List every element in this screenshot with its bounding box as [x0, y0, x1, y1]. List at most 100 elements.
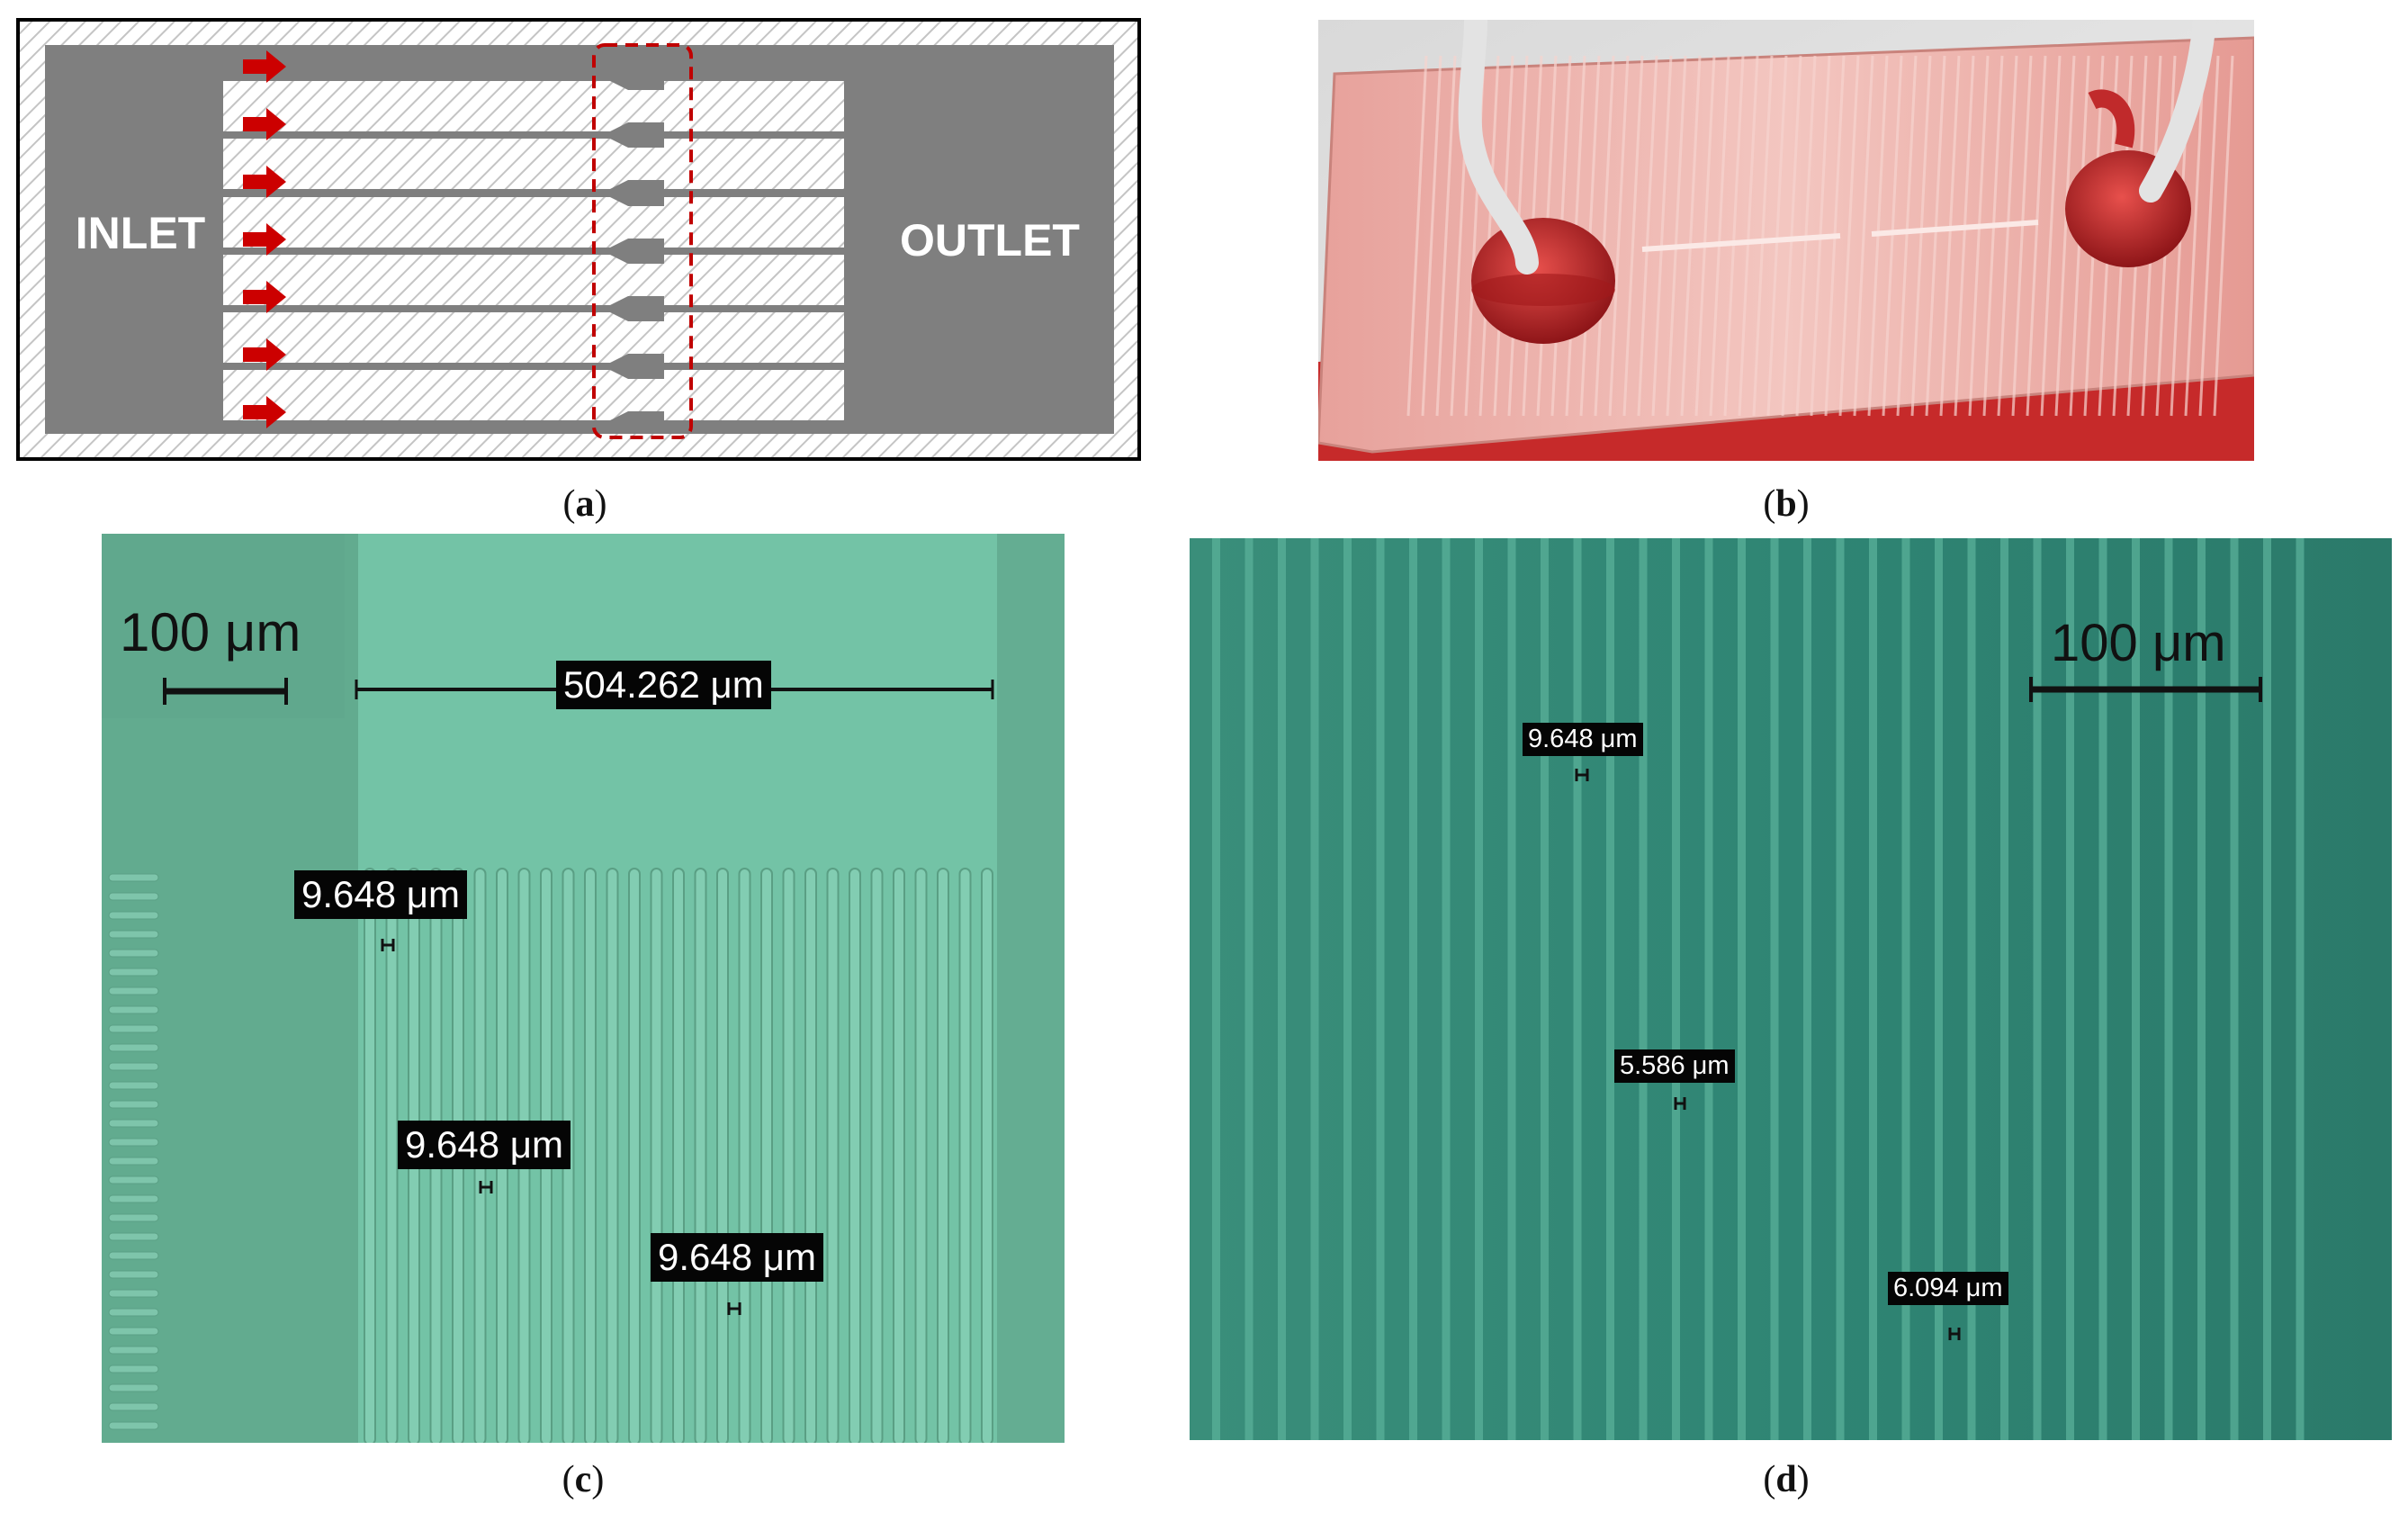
channel-stripe: [1935, 538, 1943, 1440]
ruler-tick: [108, 1194, 159, 1203]
flow-arrow-head: [266, 50, 286, 83]
ruler-tick: [108, 1062, 159, 1071]
channel-stripe: [1606, 538, 1614, 1440]
filter-pillar: [870, 868, 884, 1443]
ruler-tick: [108, 1157, 159, 1166]
photo-channel-line: [1637, 55, 1658, 417]
ruler-tick: [108, 1421, 159, 1430]
filter-pillar: [385, 868, 399, 1443]
flow-arrow-shaft: [243, 232, 268, 247]
ruler-tick: [108, 1383, 159, 1392]
channel-stripe: [2164, 538, 2173, 1440]
filter-pillar: [981, 868, 993, 1443]
photo-channel-line: [1435, 55, 1457, 417]
width-measure-label: 504.262 μm: [556, 661, 771, 709]
ruler-tick: [108, 1289, 159, 1298]
photo-channel-line: [2011, 55, 2033, 417]
channel-stripe: [1475, 538, 1483, 1440]
photo-channel-line: [1997, 55, 2018, 417]
pillar-rows: [223, 81, 844, 420]
photo-channel-line: [1608, 55, 1630, 417]
channel-stripe: [2230, 538, 2239, 1440]
outlet-label: OUTLET: [900, 215, 1080, 266]
micrograph-c-svg: [102, 534, 1065, 1443]
channel-stripe: [1672, 538, 1680, 1440]
photo-channel-line: [2054, 55, 2076, 417]
pillar-row: [223, 312, 844, 363]
ruler-tick: [108, 1138, 159, 1147]
ruler-tick: [108, 1005, 159, 1014]
channel-stripe: [2197, 538, 2206, 1440]
pillar-row: [223, 139, 844, 189]
filter-pillar: [650, 868, 663, 1443]
ruler-tick: [108, 1119, 159, 1128]
filter-pillar: [958, 868, 972, 1443]
channel-stripe: [1343, 538, 1352, 1440]
photo-channel-line: [1896, 55, 1918, 417]
flow-arrows: [243, 50, 286, 428]
measure-label-d1: 9.648 μm: [1523, 723, 1643, 756]
caption-b: (b): [1763, 483, 1810, 525]
ruler-tick: [108, 1402, 159, 1411]
measure-label-c1: 9.648 μm: [294, 870, 467, 919]
channel-stripe: [1310, 538, 1319, 1440]
flow-arrow-head: [266, 223, 286, 256]
channel-stripe: [2263, 538, 2271, 1440]
ruler-tick: [108, 911, 159, 920]
ruler-ticks-c: [108, 873, 159, 1430]
flow-arrow-shaft: [243, 175, 268, 189]
photo-channel-line: [1882, 55, 1903, 417]
channel-stripe: [1278, 538, 1286, 1440]
photo-channel-line: [1910, 55, 1932, 417]
photo-channel-line: [1766, 55, 1788, 417]
ruler-tick: [108, 1346, 159, 1355]
filter-pillar: [364, 868, 376, 1443]
flow-arrow-head: [266, 396, 286, 428]
ruler-tick: [108, 873, 159, 882]
filter-pillar: [694, 868, 707, 1443]
photo-channel-line: [1421, 55, 1442, 417]
ruler-tick: [108, 1081, 159, 1090]
filter-pillar: [584, 868, 597, 1443]
measure-label-c2: 9.648 μm: [398, 1121, 571, 1169]
measure-label-d3: 6.094 μm: [1888, 1272, 2008, 1305]
ruler-tick: [108, 1175, 159, 1184]
right-wall: [997, 534, 1065, 1443]
pillar-row: [223, 81, 844, 131]
flow-arrow-shaft: [243, 117, 268, 131]
filter-pillar: [672, 868, 685, 1443]
channel-stripe: [1244, 538, 1253, 1440]
photo-channel-line: [1853, 55, 1874, 417]
channel-stripe: [2000, 538, 2008, 1440]
channel-stripe: [2033, 538, 2042, 1440]
flow-arrow-head: [266, 108, 286, 140]
channel-stripe: [2098, 538, 2107, 1440]
measure-label-c3: 9.648 μm: [651, 1233, 823, 1282]
channel-stripe: [1442, 538, 1451, 1440]
panel-c-micrograph: 100 μm 504.262 μm 9.648 μm 9.648 μm 9.64…: [102, 534, 1065, 1443]
photo-channel-line: [1939, 55, 1961, 417]
channel-stripe: [1409, 538, 1417, 1440]
pillar-row: [223, 255, 844, 305]
device-photo-svg: [1318, 20, 2254, 461]
filter-pillar: [804, 868, 817, 1443]
filter-pillar: [849, 868, 861, 1443]
channel-stripe: [1541, 538, 1549, 1440]
ruler-tick: [108, 949, 159, 958]
caption-c: (c): [562, 1459, 605, 1500]
inlet-tube: [1458, 20, 1539, 275]
photo-channel-line: [1752, 55, 1774, 417]
ruler-tick: [108, 1270, 159, 1279]
scale-bar-label-c: 100 μm: [120, 602, 301, 662]
ruler-tick: [108, 1213, 159, 1222]
photo-channel-line: [1968, 55, 1990, 417]
chip-schematic-svg: INLET OUTLET: [16, 18, 1141, 461]
flow-arrow-shaft: [243, 347, 268, 362]
channel-stripe: [1639, 538, 1648, 1440]
ruler-tick: [108, 1043, 159, 1052]
photo-channel-line: [1982, 55, 2004, 417]
micrograph-d-svg: [1190, 538, 2392, 1440]
flow-channel-line: [1641, 233, 1841, 252]
channel-stripe: [1803, 538, 1811, 1440]
filter-pillars-c: [364, 868, 993, 1443]
